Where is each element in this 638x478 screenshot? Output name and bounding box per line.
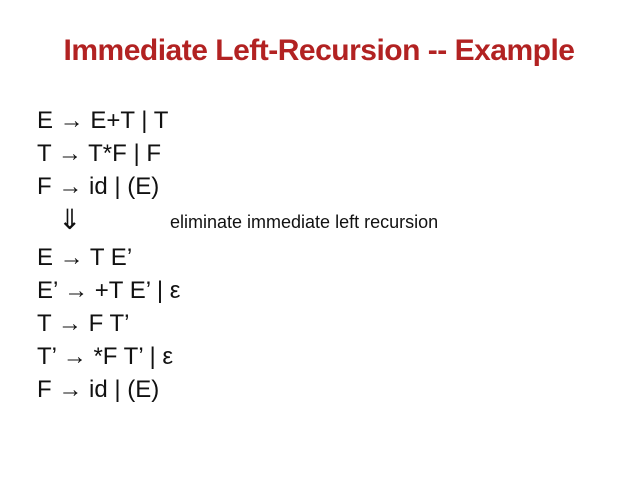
grammar-rule-after-e: E → T E’ <box>37 244 133 271</box>
transition-note: eliminate immediate left recursion <box>170 212 439 232</box>
grammar-rule-after-f: F → id | (E) <box>37 376 160 403</box>
grammar-block: E → E+T | T T → T*F | F F → id | (E) ⇓ e… <box>37 104 630 406</box>
grammar-rule-before-f: F → id | (E) <box>37 173 160 200</box>
transition-row: ⇓ eliminate immediate left recursion <box>37 203 630 241</box>
grammar-rule-after-t-prime: T’ → *F T’ | ε <box>37 343 174 370</box>
grammar-rule-after-t: T → F T’ <box>37 310 130 337</box>
grammar-rule-after-e-prime: E’ → +T E’ | ε <box>37 277 181 304</box>
grammar-rule-before-e: E → E+T | T <box>37 107 169 134</box>
double-down-arrow-icon: ⇓ <box>58 204 82 235</box>
grammar-rule-before-t: T → T*F | F <box>37 140 162 167</box>
slide-title: Immediate Left-Recursion -- Example <box>63 34 575 67</box>
